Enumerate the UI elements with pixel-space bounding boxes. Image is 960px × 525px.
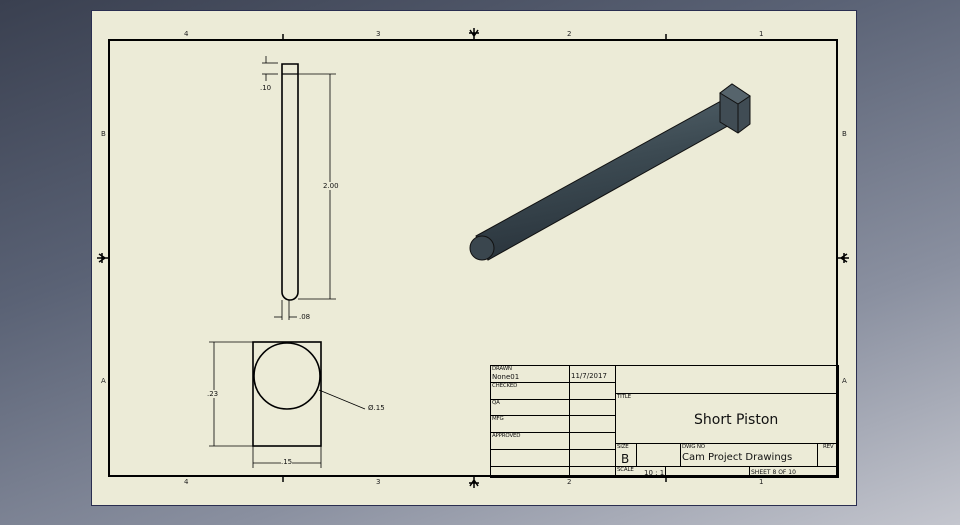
zone-left-b: B bbox=[101, 130, 106, 138]
scale-label: SCALE bbox=[617, 467, 634, 473]
drawn-label: DRAWN bbox=[492, 366, 512, 372]
sheet-number: SHEET 8 OF 10 bbox=[751, 469, 796, 476]
checked-label: CHECKED bbox=[492, 383, 518, 389]
approved-label: APPROVED bbox=[492, 433, 521, 439]
dim-length: 2.00 bbox=[323, 182, 339, 190]
dim-end-width: .15 bbox=[281, 458, 293, 466]
rev-label: REV bbox=[823, 444, 834, 450]
size-label: SIZE bbox=[617, 444, 629, 450]
dim-end-height: .23 bbox=[207, 390, 219, 398]
zone-top-2: 2 bbox=[567, 30, 572, 38]
dim-top-thickness: .10 bbox=[260, 84, 272, 92]
zone-left-a: A bbox=[101, 377, 106, 385]
sheet-size: B bbox=[621, 452, 630, 466]
zone-bottom-3: 3 bbox=[376, 478, 381, 486]
zone-right-b: B bbox=[842, 130, 847, 138]
drawn-by: None01 bbox=[492, 373, 520, 381]
drawing-border bbox=[108, 39, 838, 477]
zone-bottom-4: 4 bbox=[184, 478, 189, 486]
zone-bottom-1: 1 bbox=[759, 478, 764, 486]
drawn-date: 11/7/2017 bbox=[571, 372, 607, 380]
scale-value: 10 : 1 bbox=[644, 469, 665, 477]
dim-diameter: Ø.15 bbox=[368, 404, 385, 412]
title-label: TITLE bbox=[617, 394, 631, 400]
zone-right-a: A bbox=[842, 377, 847, 385]
qa-label: QA bbox=[492, 400, 500, 406]
center-mark-icon bbox=[97, 28, 849, 488]
mfg-label: MFG bbox=[492, 416, 504, 422]
zone-top-4: 4 bbox=[184, 30, 189, 38]
zone-top-1: 1 bbox=[759, 30, 764, 38]
dwg-no: Cam Project Drawings bbox=[682, 452, 793, 463]
drawing-title: Short Piston bbox=[694, 412, 779, 428]
dim-rod-width: .08 bbox=[299, 313, 311, 321]
zone-top-3: 3 bbox=[376, 30, 381, 38]
dwg-no-label: DWG NO bbox=[682, 444, 705, 450]
isometric-piston bbox=[469, 83, 751, 261]
zone-bottom-2: 2 bbox=[567, 478, 572, 486]
